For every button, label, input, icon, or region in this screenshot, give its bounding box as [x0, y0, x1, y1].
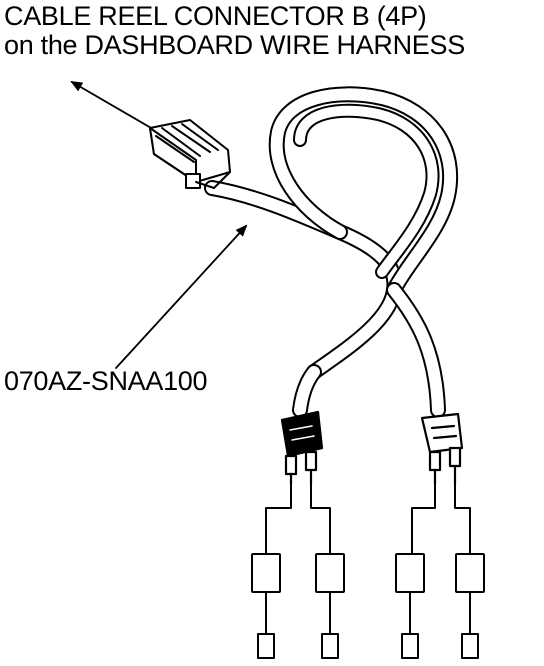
part-number-label: 070AZ-SNAA100 — [4, 366, 208, 396]
connector-leader-arrow — [70, 80, 159, 133]
cable-bundle — [204, 86, 459, 418]
part-number-leader-arrow — [115, 224, 248, 369]
upper-terminal-blocks — [251, 553, 485, 593]
callout-line-1: CABLE REEL CONNECTOR B (4P) — [4, 1, 427, 31]
lead-wires — [265, 483, 471, 555]
lower-terminal-blocks — [257, 633, 479, 659]
terminal-leads — [265, 591, 471, 635]
cable-reel-connector-b — [149, 119, 231, 189]
callout-line-2: on the DASHBOARD WIRE HARNESS — [4, 30, 465, 60]
right-pigtail-connector — [420, 412, 464, 486]
left-pigtail-connector — [280, 410, 324, 486]
connector-callout-label: CABLE REEL CONNECTOR B (4P) on the DASHB… — [4, 2, 465, 60]
